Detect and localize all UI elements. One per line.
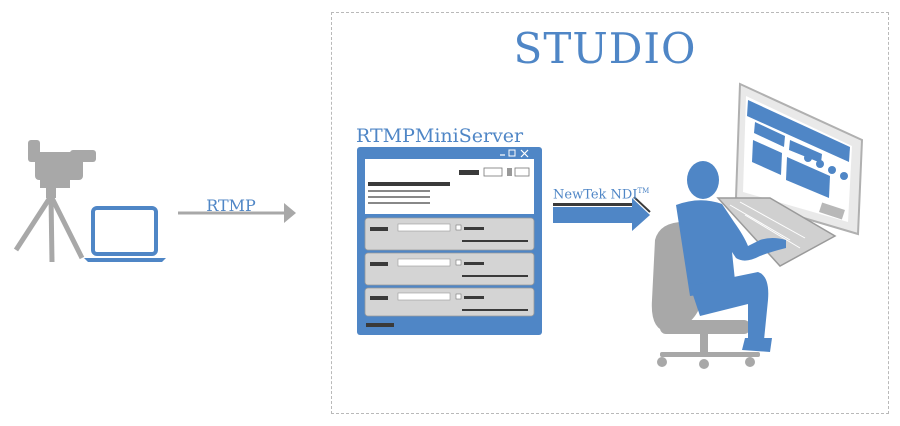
monitor-icon [734, 82, 864, 236]
studio-boundary [331, 12, 889, 414]
rtmp-arrow [178, 203, 296, 223]
ndi-arrow [553, 196, 651, 231]
app-row-3 [364, 287, 535, 317]
app-window-icon [357, 147, 542, 335]
app-row-2 [364, 252, 535, 286]
server-label: RTMPMiniServer [356, 125, 524, 147]
ndi-trademark: TM [637, 187, 650, 195]
app-row-1 [364, 217, 535, 251]
ndi-label-text: NewTek NDI [553, 187, 638, 203]
ndi-label: NewTek NDITM [553, 187, 663, 202]
studio-title: STUDIO [513, 24, 697, 73]
operator-icon [676, 161, 786, 352]
rtmp-label: RTMP [206, 196, 256, 215]
laptop-icon [84, 206, 166, 262]
camera-icon [13, 140, 96, 263]
